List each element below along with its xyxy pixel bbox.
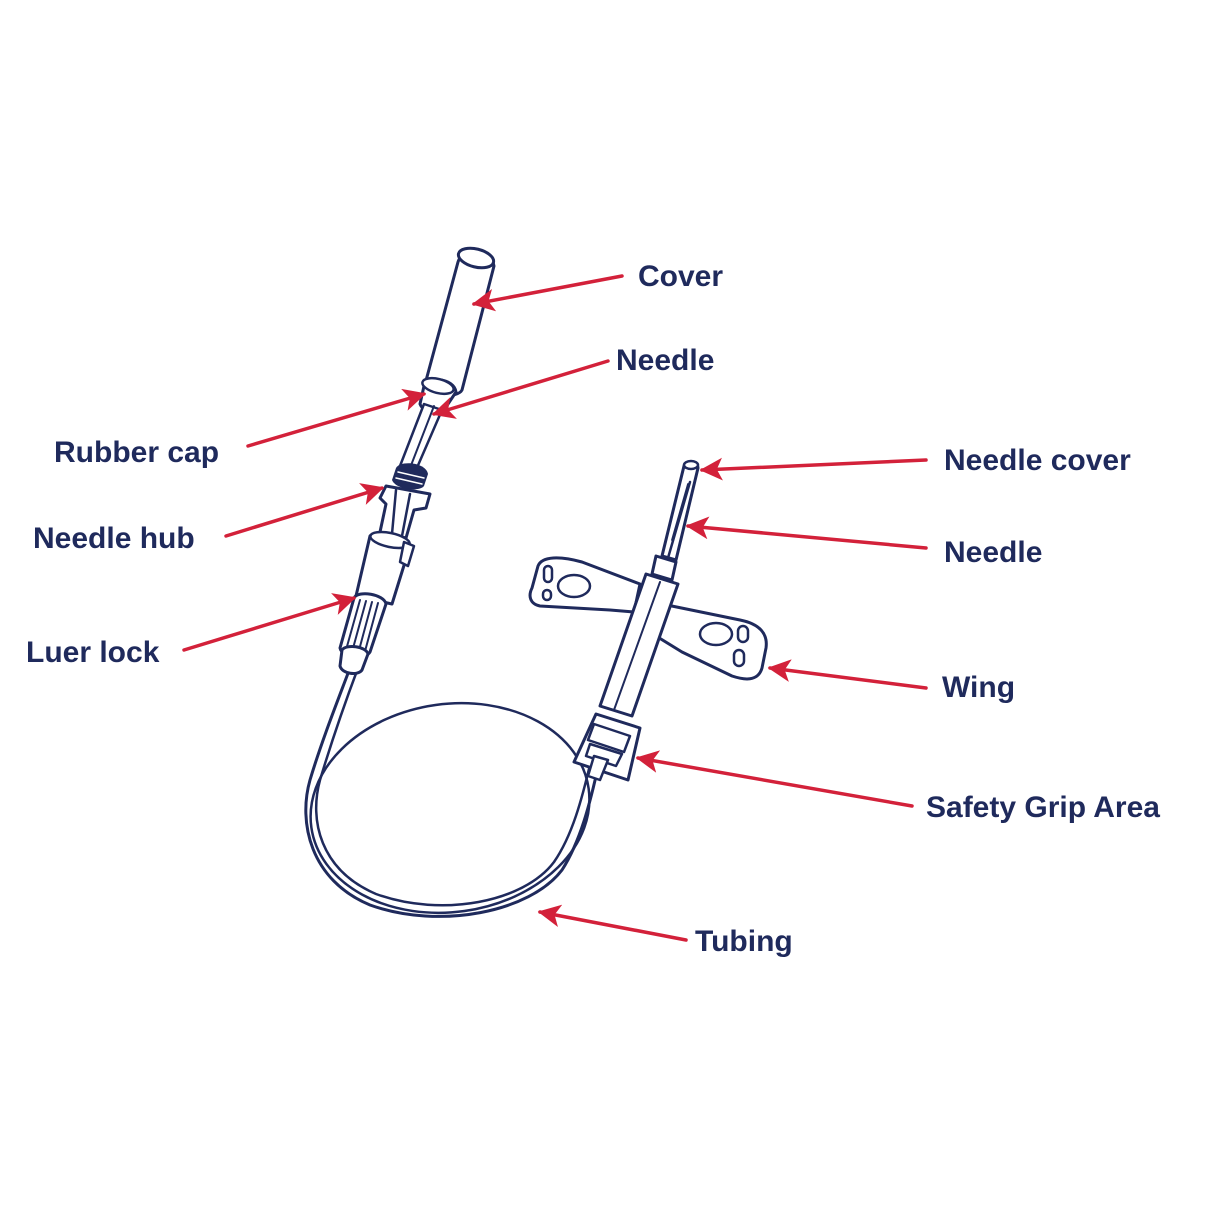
tubing-connector-right (586, 754, 610, 782)
arrow-needle-top (431, 359, 610, 419)
tubing (304, 666, 602, 918)
arrow-tubing (537, 904, 688, 942)
label-luer-lock: Luer lock (26, 636, 160, 669)
left-assembly (338, 246, 496, 675)
label-needle-cover: Needle cover (944, 444, 1131, 477)
label-rubber-cap: Rubber cap (54, 436, 219, 469)
arrow-needle-right (685, 516, 928, 550)
arrow-luer-lock (182, 593, 357, 652)
label-wing: Wing (942, 671, 1015, 704)
butterfly-body (598, 572, 680, 718)
arrow-rubber-cap (246, 388, 427, 448)
arrow-needle-cover (699, 457, 928, 481)
callout-arrows (182, 274, 928, 942)
label-safety-grip-area: Safety Grip Area (926, 791, 1160, 824)
label-needle-right: Needle (944, 536, 1042, 569)
threaded-collar (392, 463, 428, 490)
label-needle-hub: Needle hub (33, 522, 195, 555)
arrow-cover (471, 274, 624, 312)
tubing-connector-left (338, 645, 370, 675)
label-needle-top: Needle (616, 344, 714, 377)
callout-labels: Cover Needle Rubber cap Needle hub Luer … (26, 260, 1160, 958)
arrow-safety-grip-area (635, 750, 914, 808)
label-tubing: Tubing (695, 925, 793, 958)
wing-part (528, 556, 768, 681)
butterfly-hub (650, 554, 678, 582)
label-cover: Cover (638, 260, 723, 293)
needle-part-right (666, 480, 692, 560)
hub-body (354, 530, 416, 606)
arrow-wing (767, 659, 928, 690)
arrow-needle-hub (224, 483, 385, 538)
needle-hub-part (378, 484, 432, 540)
right-assembly (528, 459, 768, 782)
cover-part (422, 246, 496, 398)
